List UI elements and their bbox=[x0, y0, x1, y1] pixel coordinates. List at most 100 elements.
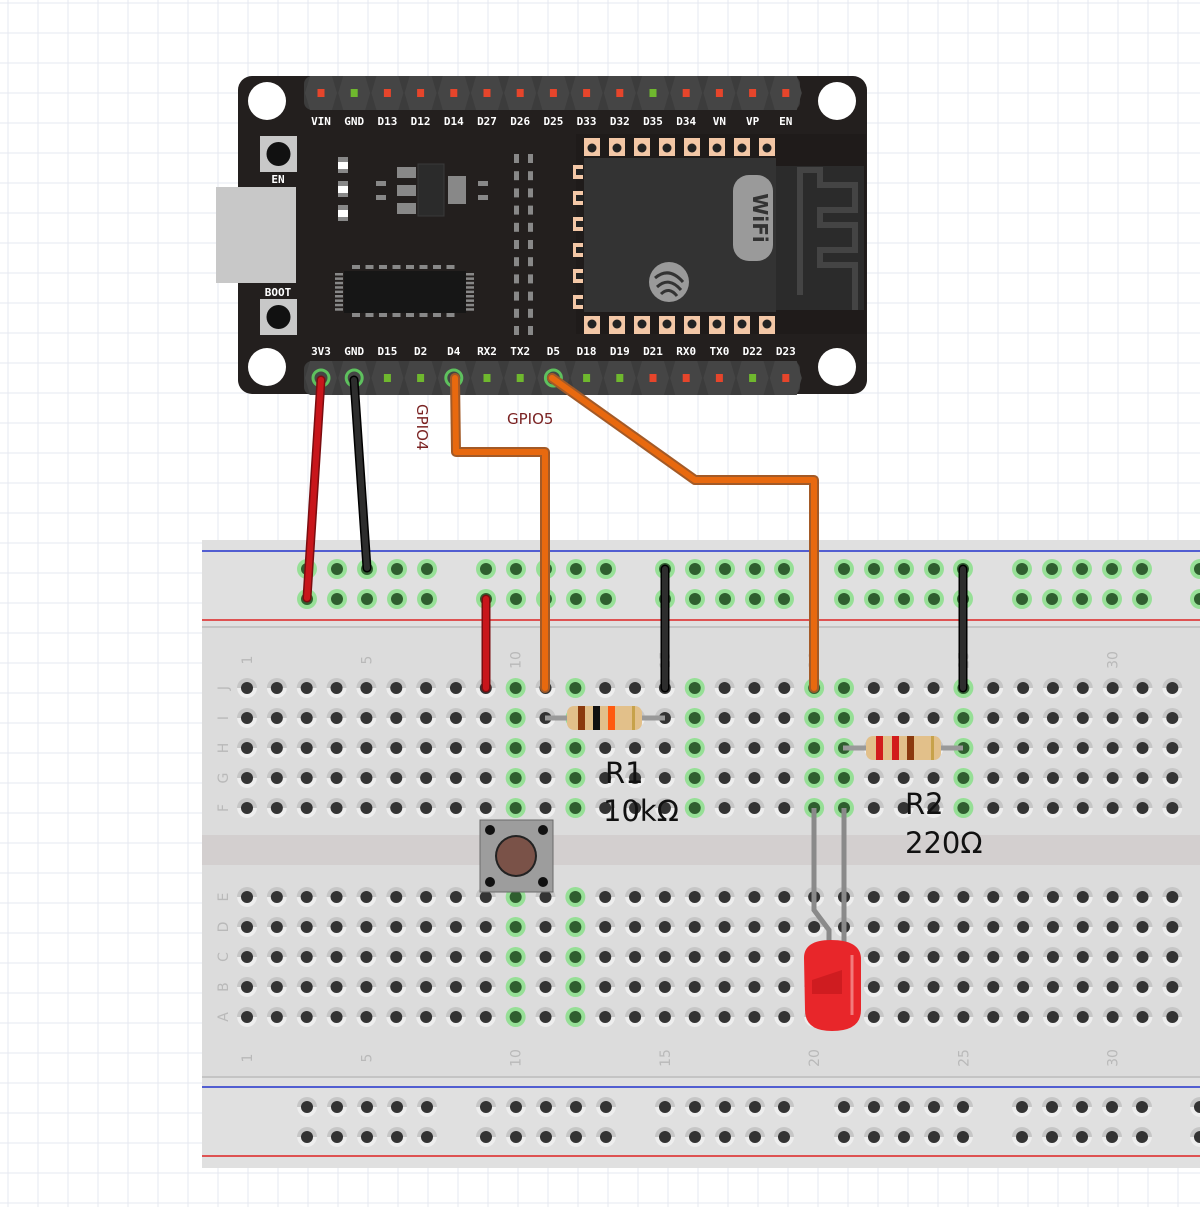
breadboard-hole[interactable] bbox=[953, 708, 974, 728]
bottom-rail-hole[interactable] bbox=[327, 1127, 347, 1147]
breadboard-hole[interactable] bbox=[625, 887, 646, 907]
breadboard-hole[interactable] bbox=[744, 1007, 765, 1027]
breadboard-hole[interactable] bbox=[953, 917, 974, 938]
breadboard-hole[interactable] bbox=[1102, 768, 1123, 788]
bottom-rail-hole[interactable] bbox=[655, 1127, 675, 1147]
top-rail-hole[interactable] bbox=[864, 559, 884, 579]
top-pin-d13[interactable]: D13 bbox=[371, 76, 404, 128]
breadboard-hole[interactable] bbox=[863, 768, 884, 788]
top-rail-hole[interactable] bbox=[1190, 559, 1200, 579]
breadboard-hole[interactable] bbox=[1162, 798, 1183, 818]
wire-gnd-black[interactable] bbox=[349, 375, 372, 573]
bottom-rail-hole[interactable] bbox=[834, 1097, 854, 1117]
breadboard-hole[interactable] bbox=[296, 738, 317, 758]
breadboard-hole[interactable] bbox=[774, 947, 795, 968]
breadboard-hole[interactable] bbox=[475, 947, 496, 968]
breadboard-hole[interactable] bbox=[834, 708, 854, 728]
breadboard-hole[interactable] bbox=[416, 917, 437, 938]
bottom-rail-hole[interactable] bbox=[745, 1127, 765, 1147]
top-rail-hole[interactable] bbox=[596, 589, 616, 609]
breadboard-hole[interactable] bbox=[386, 678, 407, 698]
breadboard-hole[interactable] bbox=[1072, 768, 1093, 788]
bottom-rail-hole[interactable] bbox=[476, 1097, 496, 1117]
breadboard-hole[interactable] bbox=[893, 947, 914, 968]
breadboard-hole[interactable] bbox=[565, 947, 586, 967]
breadboard-hole[interactable] bbox=[1132, 768, 1153, 788]
top-rail-hole[interactable] bbox=[774, 559, 794, 579]
breadboard-hole[interactable] bbox=[1132, 798, 1153, 818]
breadboard-hole[interactable] bbox=[1072, 977, 1093, 998]
breadboard-hole[interactable] bbox=[296, 917, 317, 938]
top-pin-d12[interactable]: D12 bbox=[404, 76, 437, 128]
breadboard-hole[interactable] bbox=[475, 977, 496, 998]
breadboard-hole[interactable] bbox=[684, 1007, 705, 1027]
breadboard-hole[interactable] bbox=[445, 768, 466, 788]
bottom-rail-hole[interactable] bbox=[506, 1097, 526, 1117]
bottom-pin-rx2[interactable]: RX2 bbox=[471, 345, 503, 395]
bottom-rail-hole[interactable] bbox=[685, 1127, 705, 1147]
breadboard-hole[interactable] bbox=[953, 738, 974, 758]
breadboard-hole[interactable] bbox=[296, 798, 317, 818]
breadboard-hole[interactable] bbox=[1162, 1007, 1183, 1027]
bottom-rail-hole[interactable] bbox=[1042, 1127, 1062, 1147]
breadboard-hole[interactable] bbox=[266, 977, 287, 998]
bottom-rail-hole[interactable] bbox=[715, 1127, 735, 1147]
breadboard-hole[interactable] bbox=[1162, 738, 1183, 758]
breadboard-hole[interactable] bbox=[475, 708, 496, 728]
bottom-pin-tx0[interactable]: TX0 bbox=[703, 345, 736, 395]
breadboard-hole[interactable] bbox=[953, 768, 974, 788]
top-rail-hole[interactable] bbox=[864, 589, 884, 609]
bottom-rail-hole[interactable] bbox=[655, 1097, 675, 1117]
breadboard-hole[interactable] bbox=[595, 738, 616, 758]
breadboard-hole[interactable] bbox=[744, 738, 765, 758]
breadboard-hole[interactable] bbox=[1042, 708, 1063, 728]
bottom-rail-hole[interactable] bbox=[1132, 1097, 1152, 1117]
breadboard-hole[interactable] bbox=[296, 977, 317, 998]
breadboard-hole[interactable] bbox=[1042, 738, 1063, 758]
top-pin-d25[interactable]: D25 bbox=[537, 76, 570, 128]
breadboard-hole[interactable] bbox=[237, 947, 257, 967]
breadboard-hole[interactable] bbox=[296, 887, 317, 908]
breadboard-hole[interactable] bbox=[804, 917, 825, 938]
breadboard-hole[interactable] bbox=[565, 887, 586, 907]
breadboard-hole[interactable] bbox=[1132, 917, 1153, 938]
breadboard-hole[interactable] bbox=[654, 887, 675, 908]
top-rail-hole[interactable] bbox=[357, 589, 377, 609]
breadboard-hole[interactable] bbox=[774, 977, 795, 998]
top-rail-hole[interactable] bbox=[1132, 589, 1152, 609]
breadboard-hole[interactable] bbox=[714, 708, 735, 728]
breadboard-hole[interactable] bbox=[505, 917, 526, 937]
wire-3v3-red[interactable] bbox=[302, 375, 326, 603]
breadboard-hole[interactable] bbox=[863, 708, 884, 728]
breadboard-hole[interactable] bbox=[1102, 947, 1123, 968]
breadboard-hole[interactable] bbox=[1132, 678, 1153, 698]
breadboard-hole[interactable] bbox=[505, 738, 526, 758]
breadboard-hole[interactable] bbox=[1013, 798, 1034, 818]
bottom-pin-tx2[interactable]: TX2 bbox=[504, 345, 537, 395]
breadboard-hole[interactable] bbox=[266, 708, 287, 728]
breadboard-hole[interactable] bbox=[237, 678, 257, 698]
top-rail-hole[interactable] bbox=[1042, 589, 1062, 609]
bottom-rail-hole[interactable] bbox=[894, 1127, 914, 1147]
breadboard-hole[interactable] bbox=[1042, 798, 1063, 818]
breadboard-hole[interactable] bbox=[744, 947, 765, 968]
breadboard-hole[interactable] bbox=[1102, 678, 1123, 698]
breadboard-hole[interactable] bbox=[1102, 1007, 1123, 1027]
top-rail-hole[interactable] bbox=[506, 589, 526, 609]
breadboard-hole[interactable] bbox=[1072, 798, 1093, 818]
bottom-rail-hole[interactable] bbox=[357, 1097, 377, 1117]
breadboard-hole[interactable] bbox=[416, 798, 437, 818]
resistor-r1[interactable] bbox=[545, 706, 665, 730]
breadboard-hole[interactable] bbox=[1162, 917, 1183, 938]
breadboard-hole[interactable] bbox=[714, 917, 735, 938]
breadboard-hole[interactable] bbox=[326, 768, 347, 788]
breadboard-hole[interactable] bbox=[266, 678, 287, 698]
breadboard-hole[interactable] bbox=[863, 1007, 884, 1027]
top-rail-hole[interactable] bbox=[1012, 559, 1032, 579]
bottom-rail-hole[interactable] bbox=[297, 1097, 317, 1117]
breadboard-hole[interactable] bbox=[416, 887, 437, 908]
breadboard-hole[interactable] bbox=[714, 947, 735, 968]
top-pin-d33[interactable]: D33 bbox=[570, 76, 603, 128]
breadboard-hole[interactable] bbox=[296, 1007, 317, 1027]
